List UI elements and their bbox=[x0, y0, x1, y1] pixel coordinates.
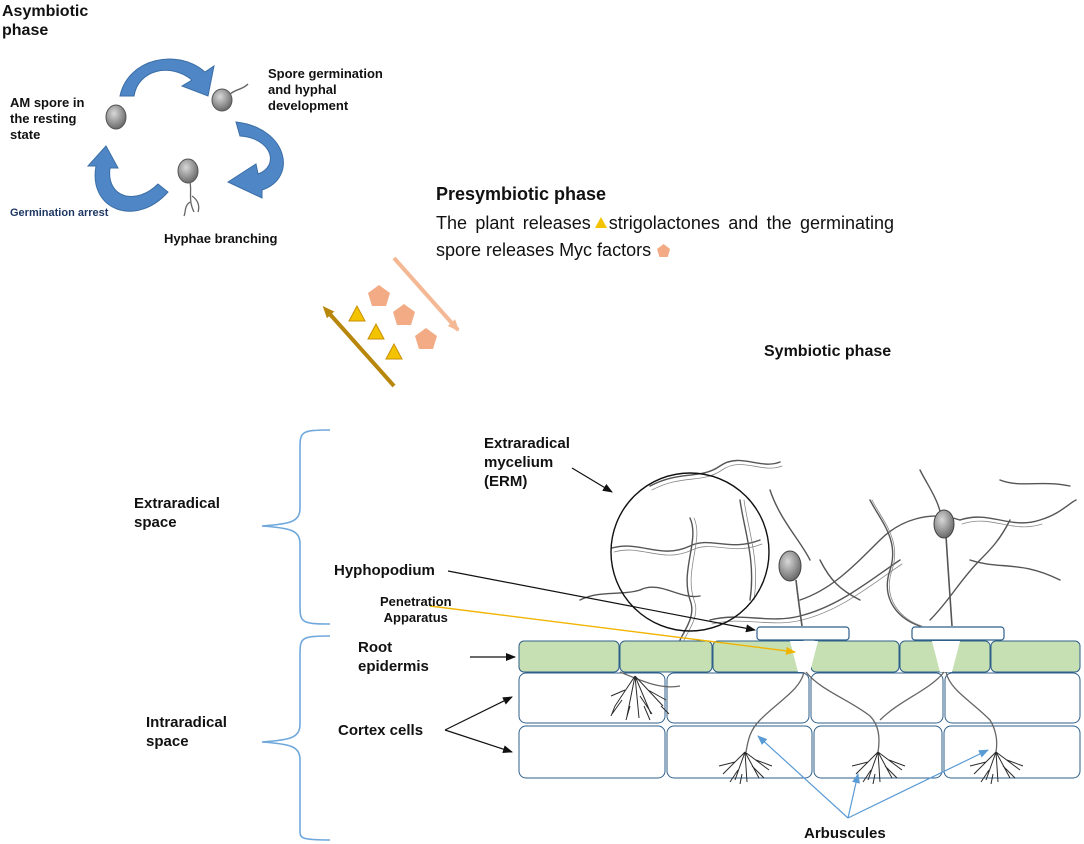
cortex-cell bbox=[943, 725, 1081, 779]
strigolactone-icon bbox=[367, 322, 385, 340]
spore-with-hyphae bbox=[778, 509, 955, 627]
root-epidermis-line: epidermis bbox=[358, 658, 429, 675]
cortex-cell bbox=[944, 672, 1081, 724]
penetration-pointer bbox=[429, 605, 796, 655]
germination-arrest-label: Germination arrest bbox=[10, 207, 109, 219]
resting-spore-label-line: AM spore in bbox=[10, 95, 85, 110]
germination-label-line: Spore germination bbox=[268, 66, 383, 81]
cortex-cell bbox=[666, 672, 810, 724]
asymbiotic-cycle bbox=[86, 58, 284, 217]
intraradical-space-label: Intraradical space bbox=[146, 713, 227, 751]
penetration-apparatus bbox=[932, 641, 960, 672]
cycle-arrow-bottom-left bbox=[86, 145, 169, 212]
symbiotic-title: Symbiotic phase bbox=[764, 343, 892, 360]
resting-spore-label-line: state bbox=[10, 127, 41, 142]
myc-factor-icon bbox=[393, 304, 415, 325]
myc-factor-icon bbox=[415, 328, 437, 349]
fungal-signal-arrow bbox=[392, 256, 460, 332]
hyphopodium bbox=[756, 626, 850, 641]
penetration-label-line: Penetration bbox=[380, 594, 452, 609]
myc-factor-inline-icon bbox=[657, 244, 671, 257]
spore-icon bbox=[933, 509, 955, 539]
penetration-apparatus bbox=[790, 641, 818, 672]
strigolactone-inline-icon bbox=[594, 217, 607, 228]
arbuscule-pointer bbox=[847, 773, 860, 819]
epidermis-cell bbox=[810, 640, 900, 673]
intraradical-hyphae bbox=[619, 671, 998, 753]
strigolactone-icon bbox=[348, 304, 366, 322]
germination-label-line: and hyphal bbox=[268, 82, 337, 97]
asymbiotic-title-line: Asymbiotic bbox=[2, 3, 89, 20]
arbuscule-pointer bbox=[847, 749, 989, 819]
germination-label: Spore germination and hyphal development bbox=[268, 66, 383, 114]
germination-label-line: development bbox=[268, 98, 349, 113]
cortex-cell bbox=[810, 672, 944, 724]
epidermis-cell bbox=[990, 640, 1081, 673]
arbuscules-label: Arbuscules bbox=[804, 825, 886, 842]
erm-label-line: mycelium bbox=[484, 454, 554, 471]
epidermis-cell bbox=[619, 640, 713, 673]
arbuscule-pointer bbox=[757, 735, 849, 819]
intraradical-brace bbox=[261, 635, 331, 841]
plant-signal-arrow bbox=[322, 306, 396, 388]
root-epidermis-label: Root epidermis bbox=[358, 638, 429, 676]
erm-circle bbox=[610, 472, 770, 632]
presymbiotic-text-b: strigolactones and the germinating spore… bbox=[436, 213, 894, 260]
hyphopodium bbox=[911, 626, 1005, 641]
intraradical-space-line: Intraradical bbox=[146, 714, 227, 731]
intraradical-space-line: space bbox=[146, 733, 189, 750]
cortex-cell bbox=[666, 725, 813, 779]
penetration-label: Penetration Apparatus bbox=[380, 594, 452, 626]
resting-spore-icon bbox=[105, 104, 127, 130]
myc-factor-icon bbox=[368, 285, 390, 306]
cortex-cell bbox=[518, 725, 666, 779]
extraradical-mycelium bbox=[579, 459, 1077, 641]
extraradical-brace bbox=[261, 429, 331, 625]
erm-label-line: (ERM) bbox=[484, 473, 528, 490]
branching-label: Hyphae branching bbox=[164, 231, 278, 246]
cortex-pointer-upper bbox=[444, 696, 513, 731]
signal-exchange bbox=[322, 256, 460, 388]
cortex-label: Cortex cells bbox=[338, 722, 424, 739]
erm-label-line: Extraradical bbox=[484, 435, 570, 452]
resting-spore-label-line: the resting bbox=[10, 111, 77, 126]
asymbiotic-title: Asymbiotic phase bbox=[2, 2, 88, 40]
extraradical-space-line: Extraradical bbox=[134, 495, 220, 512]
extraradical-space-line: space bbox=[134, 514, 177, 531]
asymbiotic-title-line: phase bbox=[2, 22, 49, 39]
cycle-arrow-top bbox=[119, 58, 215, 97]
cycle-arrow-right bbox=[226, 121, 284, 199]
hyphopodium-pointer bbox=[447, 570, 756, 633]
hyphopodium-label: Hyphopodium bbox=[334, 562, 435, 579]
penetration-label-line: Apparatus bbox=[383, 610, 448, 625]
root-epidermis-line: Root bbox=[358, 639, 393, 656]
resting-spore-label: AM spore in the resting state bbox=[10, 95, 84, 143]
presymbiotic-title: Presymbiotic phase bbox=[436, 184, 607, 204]
spore-icon bbox=[778, 550, 802, 582]
erm-label: Extraradical mycelium (ERM) bbox=[484, 434, 570, 491]
branching-spore-icon bbox=[177, 158, 200, 217]
extraradical-space-label: Extraradical space bbox=[134, 494, 220, 532]
arbuscule bbox=[610, 675, 1024, 785]
cortex-pointer-lower bbox=[444, 729, 513, 753]
germinating-spore-icon bbox=[211, 83, 249, 112]
epidermis-cell bbox=[518, 640, 620, 673]
presymbiotic-text-a: The plant releases bbox=[436, 213, 591, 233]
strigolactone-icon bbox=[385, 342, 403, 360]
root-tissue bbox=[518, 626, 1081, 779]
erm-pointer bbox=[571, 467, 613, 493]
